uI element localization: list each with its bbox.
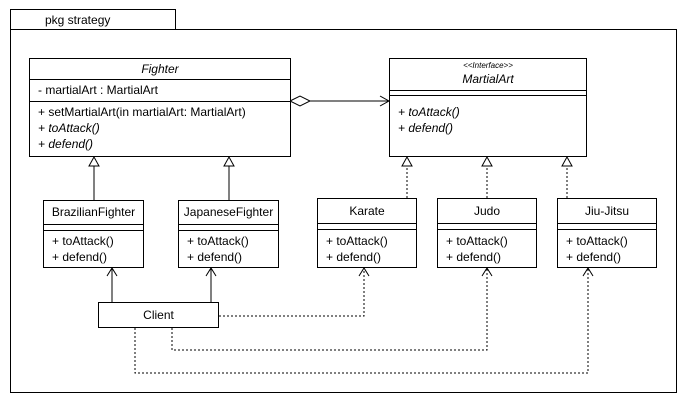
brazilianfighter-operation-defend: + defend() [52, 250, 108, 264]
fighter-operation-defend: + defend() [38, 137, 94, 151]
brazilianfighter-name: BrazilianFighter [51, 205, 136, 219]
fighter-class: Fighter - martialArt : MartialArt + setM… [29, 58, 291, 157]
brazilianfighter-class: BrazilianFighter + toAttack() + defend() [43, 200, 144, 268]
client-judo-dependency [171, 268, 488, 351]
judo-name: Judo [473, 204, 501, 218]
judo-class: Judo + toAttack() + defend() [437, 198, 537, 268]
realization-judo-arrowhead [481, 155, 493, 167]
package-tab: pkg strategy [10, 9, 176, 30]
fighter-class-name: Fighter [141, 62, 179, 76]
realization-jiujitsu-arrowhead [561, 155, 573, 167]
interface-stereotype: <<Interface>> [463, 61, 513, 70]
japanesefighter-operation-toattack: + toAttack() [187, 234, 249, 248]
client-class: Client [98, 302, 219, 328]
japanesefighter-name: JapaneseFighter [183, 205, 274, 219]
martialart-name: MartialArt [462, 72, 514, 86]
generalization-japanese-arrowhead [223, 155, 235, 167]
realization-karate-arrowhead [401, 155, 413, 167]
client-jiujitsu-arrowhead [582, 267, 594, 277]
client-brazilian-arrowhead [106, 267, 118, 277]
package-label: pkg strategy [45, 13, 111, 27]
fighter-operation-setmartialart: + setMartialArt(in martialArt: MartialAr… [38, 105, 246, 119]
judo-operation-defend: + defend() [446, 250, 502, 264]
jiujitsu-class: Jiu-Jitsu + toAttack() + defend() [557, 198, 657, 268]
fighter-operation-toattack: + toAttack() [38, 121, 100, 135]
judo-operation-toattack: + toAttack() [446, 234, 508, 248]
jiujitsu-operation-toattack: + toAttack() [566, 234, 628, 248]
martialart-interface: <<Interface>> MartialArt + toAttack() + … [389, 58, 587, 157]
martialart-operation-toattack: + toAttack() [398, 105, 460, 119]
generalization-brazilian-arrowhead [88, 155, 100, 167]
karate-class: Karate + toAttack() + defend() [317, 198, 417, 268]
package-frame [10, 29, 677, 393]
karate-name: Karate [349, 204, 385, 218]
fighter-attribute: - martialArt : MartialArt [38, 83, 159, 97]
client-judo-arrowhead [481, 267, 493, 277]
jiujitsu-operation-defend: + defend() [566, 250, 622, 264]
aggregation-diamond [288, 95, 312, 107]
jiujitsu-name: Jiu-Jitsu [584, 204, 629, 218]
japanesefighter-class: JapaneseFighter + toAttack() + defend() [178, 200, 279, 268]
martialart-operation-defend: + defend() [398, 121, 454, 135]
client-japanese-arrowhead [205, 267, 217, 277]
karate-operation-defend: + defend() [326, 250, 382, 264]
karate-operation-toattack: + toAttack() [326, 234, 388, 248]
brazilianfighter-operation-toattack: + toAttack() [52, 234, 114, 248]
client-name: Client [143, 308, 174, 322]
client-karate-dependency [219, 268, 365, 317]
client-karate-arrowhead [358, 267, 370, 277]
japanesefighter-operation-defend: + defend() [187, 250, 243, 264]
